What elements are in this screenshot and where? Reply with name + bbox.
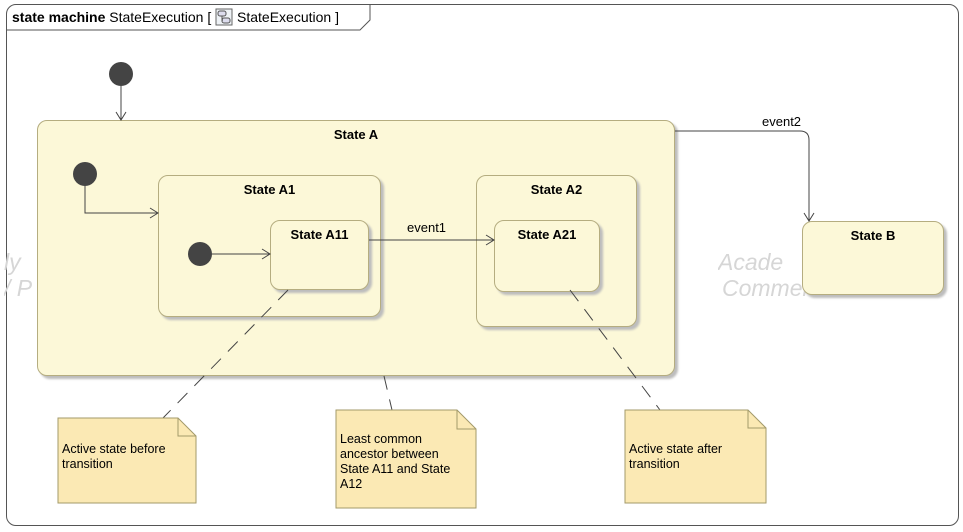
- note-after-text: Active state after transition: [629, 442, 723, 471]
- note-ancestor-text: Least common ancestor between State A11 …: [340, 432, 451, 491]
- note-after-shape: [624, 409, 767, 504]
- state-a11-name: State A11: [290, 227, 349, 242]
- note-anchor-before: [162, 289, 289, 419]
- frame-ref-name: StateExecution ]: [237, 9, 339, 25]
- arrowhead: [485, 234, 495, 246]
- arrowhead: [149, 207, 159, 219]
- event2-transition: [675, 130, 810, 221]
- state-a2-name: State A2: [530, 182, 583, 197]
- initial-pseudostate-a[interactable]: [73, 162, 97, 186]
- state-a21[interactable]: State A21: [494, 220, 600, 292]
- state-a-name: State A: [333, 127, 379, 142]
- state-a1-name: State A1: [243, 182, 296, 197]
- initial-transition-a: [84, 186, 158, 214]
- keyword-state: state: [12, 9, 45, 25]
- frame-tab-outline: [6, 4, 371, 31]
- note-ancestor-shape: [335, 409, 477, 509]
- arrowhead: [803, 212, 815, 222]
- state-b[interactable]: State B: [802, 221, 944, 295]
- frame-header: state machine StateExecution [ StateExec…: [6, 4, 339, 30]
- event1-label: event1: [407, 220, 447, 235]
- note-anchor-after: [569, 289, 661, 411]
- state-b-name: State B: [850, 228, 896, 243]
- arrowhead: [261, 248, 271, 260]
- initial-pseudostate[interactable]: [109, 62, 133, 86]
- watermark-text: Acade: [718, 249, 784, 275]
- frame-name: StateExecution [: [109, 9, 212, 25]
- watermark-text: ly: [4, 249, 21, 275]
- state-a11[interactable]: State A11: [270, 220, 369, 290]
- initial-pseudostate-a1[interactable]: [188, 242, 212, 266]
- state-a21-name: State A21: [517, 227, 577, 242]
- note-anchor-ancestor: [383, 375, 393, 411]
- event2-label: event2: [762, 114, 802, 129]
- note-before-text: Active state before transition: [62, 442, 166, 471]
- arrowhead: [115, 111, 127, 121]
- state-machine-icon: [215, 8, 237, 26]
- note-before-shape: [57, 417, 197, 504]
- watermark-text: / P: [4, 275, 33, 301]
- keyword-machine: machine: [48, 9, 106, 25]
